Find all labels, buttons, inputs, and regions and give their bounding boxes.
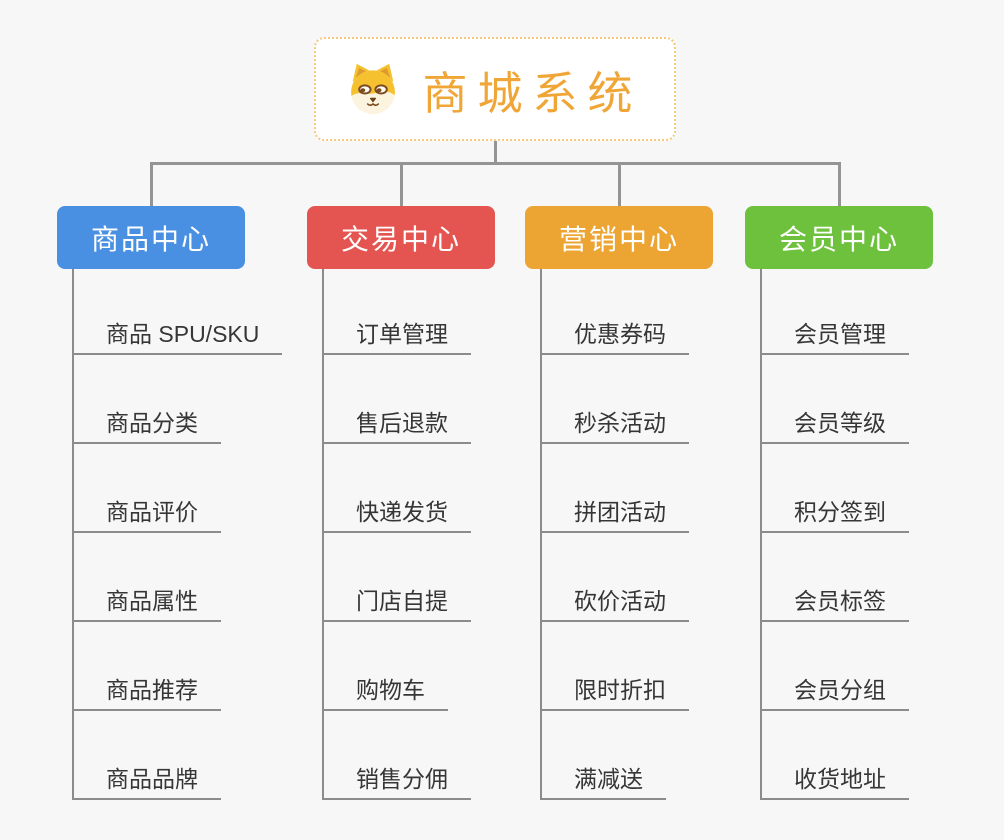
leaf-node[interactable]: 会员管理 — [760, 311, 909, 355]
leaf-node[interactable]: 订单管理 — [322, 311, 471, 355]
leaf-node[interactable]: 优惠券码 — [540, 311, 689, 355]
root-node[interactable]: 商城系统 — [314, 37, 676, 141]
branch-spine — [322, 269, 324, 800]
leaf-node[interactable]: 收货地址 — [760, 756, 909, 800]
leaf-node[interactable]: 商品品牌 — [72, 756, 221, 800]
branch-spine — [540, 269, 542, 800]
connector-horizontal-bar — [150, 162, 840, 165]
branch-spine — [72, 269, 74, 800]
connector-branch-stub — [838, 162, 841, 207]
connector-branch-stub — [400, 162, 403, 207]
leaf-node[interactable]: 门店自提 — [322, 578, 471, 622]
branch-leaves: 订单管理 售后退款 快递发货 门店自提 购物车 销售分佣 — [322, 311, 471, 800]
leaf-node[interactable]: 快递发货 — [322, 489, 471, 533]
connector-root-stub — [494, 139, 497, 165]
branch-node-product[interactable]: 商品中心 — [57, 206, 245, 269]
leaf-node[interactable]: 拼团活动 — [540, 489, 689, 533]
branch-leaves: 商品 SPU/SKU 商品分类 商品评价 商品属性 商品推荐 商品品牌 — [72, 311, 283, 800]
leaf-node[interactable]: 会员等级 — [760, 400, 909, 444]
leaf-node[interactable]: 商品属性 — [72, 578, 221, 622]
leaf-node[interactable]: 限时折扣 — [540, 667, 689, 711]
branch-spine — [760, 269, 762, 800]
leaf-node[interactable]: 商品推荐 — [72, 667, 221, 711]
leaf-node[interactable]: 积分签到 — [760, 489, 909, 533]
leaf-node[interactable]: 会员标签 — [760, 578, 909, 622]
leaf-node[interactable]: 会员分组 — [760, 667, 909, 711]
branch-node-trade[interactable]: 交易中心 — [307, 206, 495, 269]
leaf-node[interactable]: 商品分类 — [72, 400, 221, 444]
leaf-node[interactable]: 购物车 — [322, 667, 448, 711]
branch-leaves: 会员管理 会员等级 积分签到 会员标签 会员分组 收货地址 — [760, 311, 909, 800]
connector-branch-stub — [618, 162, 621, 207]
dog-face-icon — [351, 63, 396, 115]
leaf-node[interactable]: 砍价活动 — [540, 578, 689, 622]
connector-branch-stub — [150, 162, 153, 207]
leaf-node[interactable]: 满减送 — [540, 756, 666, 800]
leaf-node[interactable]: 商品评价 — [72, 489, 221, 533]
branch-node-marketing[interactable]: 营销中心 — [525, 206, 713, 269]
leaf-node[interactable]: 销售分佣 — [322, 756, 471, 800]
leaf-node[interactable]: 秒杀活动 — [540, 400, 689, 444]
branch-leaves: 优惠券码 秒杀活动 拼团活动 砍价活动 限时折扣 满减送 — [540, 311, 689, 800]
leaf-node[interactable]: 售后退款 — [322, 400, 471, 444]
branch-node-member[interactable]: 会员中心 — [745, 206, 933, 269]
root-title: 商城系统 — [422, 67, 643, 119]
leaf-node[interactable]: 商品 SPU/SKU — [72, 311, 283, 355]
